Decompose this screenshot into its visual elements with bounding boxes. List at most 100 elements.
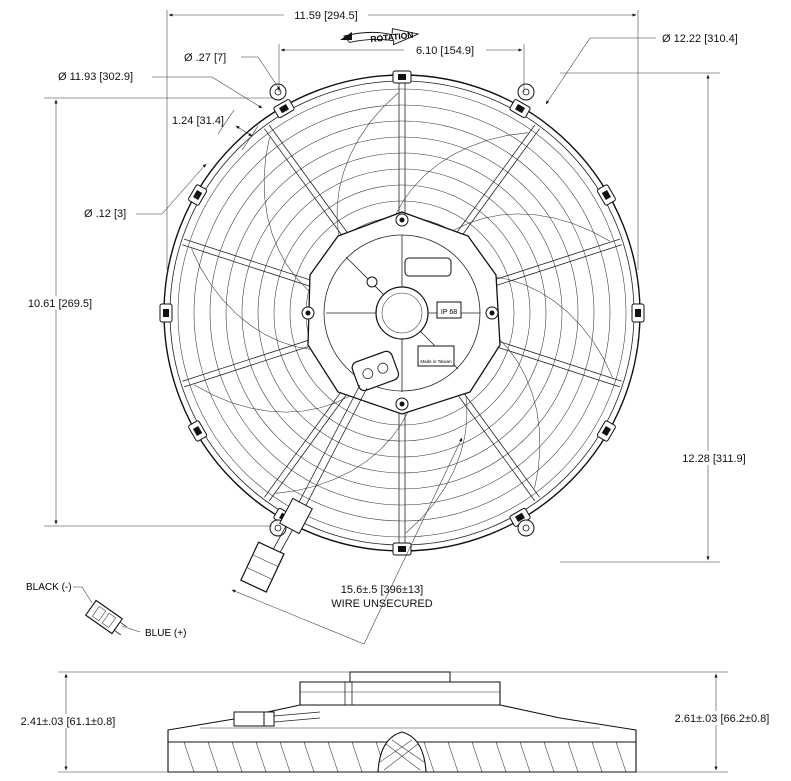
shroud-tab (188, 420, 208, 442)
left-height-dim: 10.61 [269.5] (28, 298, 92, 310)
shroud-tab (596, 420, 616, 442)
side-rib (207, 741, 219, 773)
fan-blade-edge (389, 132, 529, 229)
shroud-tab (509, 99, 531, 119)
tab-offset-dim: 1.24 [31.4] (172, 115, 224, 127)
hole-diameter-dim: Ø .27 [7] (184, 52, 226, 64)
fan-blade-edge (275, 397, 415, 494)
shroud-tab (273, 99, 295, 119)
fan-blade-edge (405, 374, 468, 534)
grille-spoke (446, 379, 536, 502)
shroud-tab-slot (279, 104, 289, 114)
side-left-depth-dim: 2.41±.03 [61.1±0.8] (21, 716, 116, 728)
shroud-tab (392, 542, 412, 556)
shroud-tab-slot (193, 426, 203, 436)
shroud-tab-slot (515, 104, 525, 114)
side-rib (423, 741, 435, 773)
shroud-tab-slot (193, 190, 203, 200)
side-rib (567, 741, 579, 773)
side-motor-bottom (377, 731, 427, 773)
motor-housing: IP 68 Made in Taiwan (301, 211, 501, 415)
shroud-tab (392, 70, 412, 84)
grille-spoke (184, 340, 327, 388)
motor-connector (351, 350, 400, 392)
shroud-tab-slot (163, 309, 169, 317)
side-rib (591, 741, 603, 773)
grille-spoke (477, 238, 620, 286)
side-rib (183, 741, 195, 773)
side-rib (303, 741, 315, 773)
grille-spoke (446, 124, 536, 247)
grille-ring (225, 136, 579, 490)
shroud-tab-slot (635, 309, 641, 317)
blue-wire-label: BLUE (+) (145, 628, 186, 639)
grille-spoke (477, 340, 620, 388)
shroud-tab-slot (515, 512, 525, 522)
grille-ring (209, 120, 595, 506)
grille-ring (241, 152, 563, 474)
detached-connector (84, 599, 127, 636)
side-rib (495, 741, 507, 773)
side-rib (279, 741, 291, 773)
side-rib (231, 741, 243, 773)
wire-unsecured-note: WIRE UNSECURED (331, 598, 433, 610)
side-rib (519, 741, 531, 773)
right-height-dim: 12.28 [311.9] (682, 453, 745, 465)
side-rib (447, 741, 459, 773)
grille-spoke (451, 128, 540, 251)
shroud-tab (188, 184, 208, 206)
side-rib (543, 741, 555, 773)
mounting-hole (522, 88, 530, 96)
shroud-tab-slot (601, 426, 611, 436)
blade-tip-ring (177, 88, 627, 538)
fan-blade-edge (193, 384, 363, 413)
rotation-arrow: ROTATION (340, 28, 420, 46)
bolt-spacing-dim: 6.10 [154.9] (416, 45, 474, 57)
grille-ring (273, 184, 531, 442)
ip-rating-label: IP 68 (441, 309, 457, 316)
fan-blade-edge (485, 327, 541, 489)
grille-ring (289, 200, 515, 426)
side-rib (351, 741, 363, 773)
black-wire-label: BLACK (-) (26, 582, 72, 593)
fan-blade-edge (336, 92, 399, 252)
grille-spoke (268, 379, 358, 502)
small-hole-dim: Ø .12 [3] (84, 208, 126, 220)
fan-blades (191, 92, 613, 534)
made-in-label: Made in Taiwan (420, 359, 452, 364)
front-view: IP 68 Made in Taiwan (159, 28, 645, 593)
grille-spoke (264, 375, 353, 498)
grille-spoke (264, 128, 353, 251)
grille-ring (193, 104, 611, 522)
side-rib (471, 741, 483, 773)
grille-spoke (478, 244, 622, 292)
mounting-hole (274, 524, 282, 532)
shroud-tab-slot (398, 546, 406, 552)
side-rib (255, 741, 267, 773)
grille-spoke (182, 334, 326, 382)
mounting-hole (522, 524, 530, 532)
fan-blade-edge (478, 275, 613, 378)
grille-spoke (182, 244, 326, 292)
side-view: 2.41±.03 [61.1±0.8] 2.61±.03 [66.2±0.8] (8, 671, 786, 773)
motor-label-plate (404, 257, 452, 277)
outer-diameter-dim: Ø 12.22 [310.4] (662, 33, 738, 45)
fan-blade-edge (191, 248, 326, 351)
fan-blade-edge (441, 213, 611, 242)
shroud-tab-slot (601, 190, 611, 200)
rotation-label: ROTATION (370, 30, 414, 44)
fan-blade-edge (263, 137, 319, 299)
connector-detail: BLACK (-) BLUE (+) (26, 582, 186, 639)
side-rib (615, 741, 627, 773)
wire-length-dim: 15.6±.5 [396±13] (341, 584, 423, 596)
side-motor-body (299, 681, 501, 706)
overall-width-dim: 11.59 [294.5] (294, 10, 357, 22)
shroud-tab (159, 303, 173, 323)
side-connector (233, 711, 321, 727)
grille-ring (257, 168, 547, 458)
grille-spoke (184, 238, 327, 286)
wire-harness (240, 384, 368, 593)
side-right-depth-dim: 2.61±.03 [66.2±0.8] (675, 713, 770, 725)
side-rib (327, 741, 339, 773)
